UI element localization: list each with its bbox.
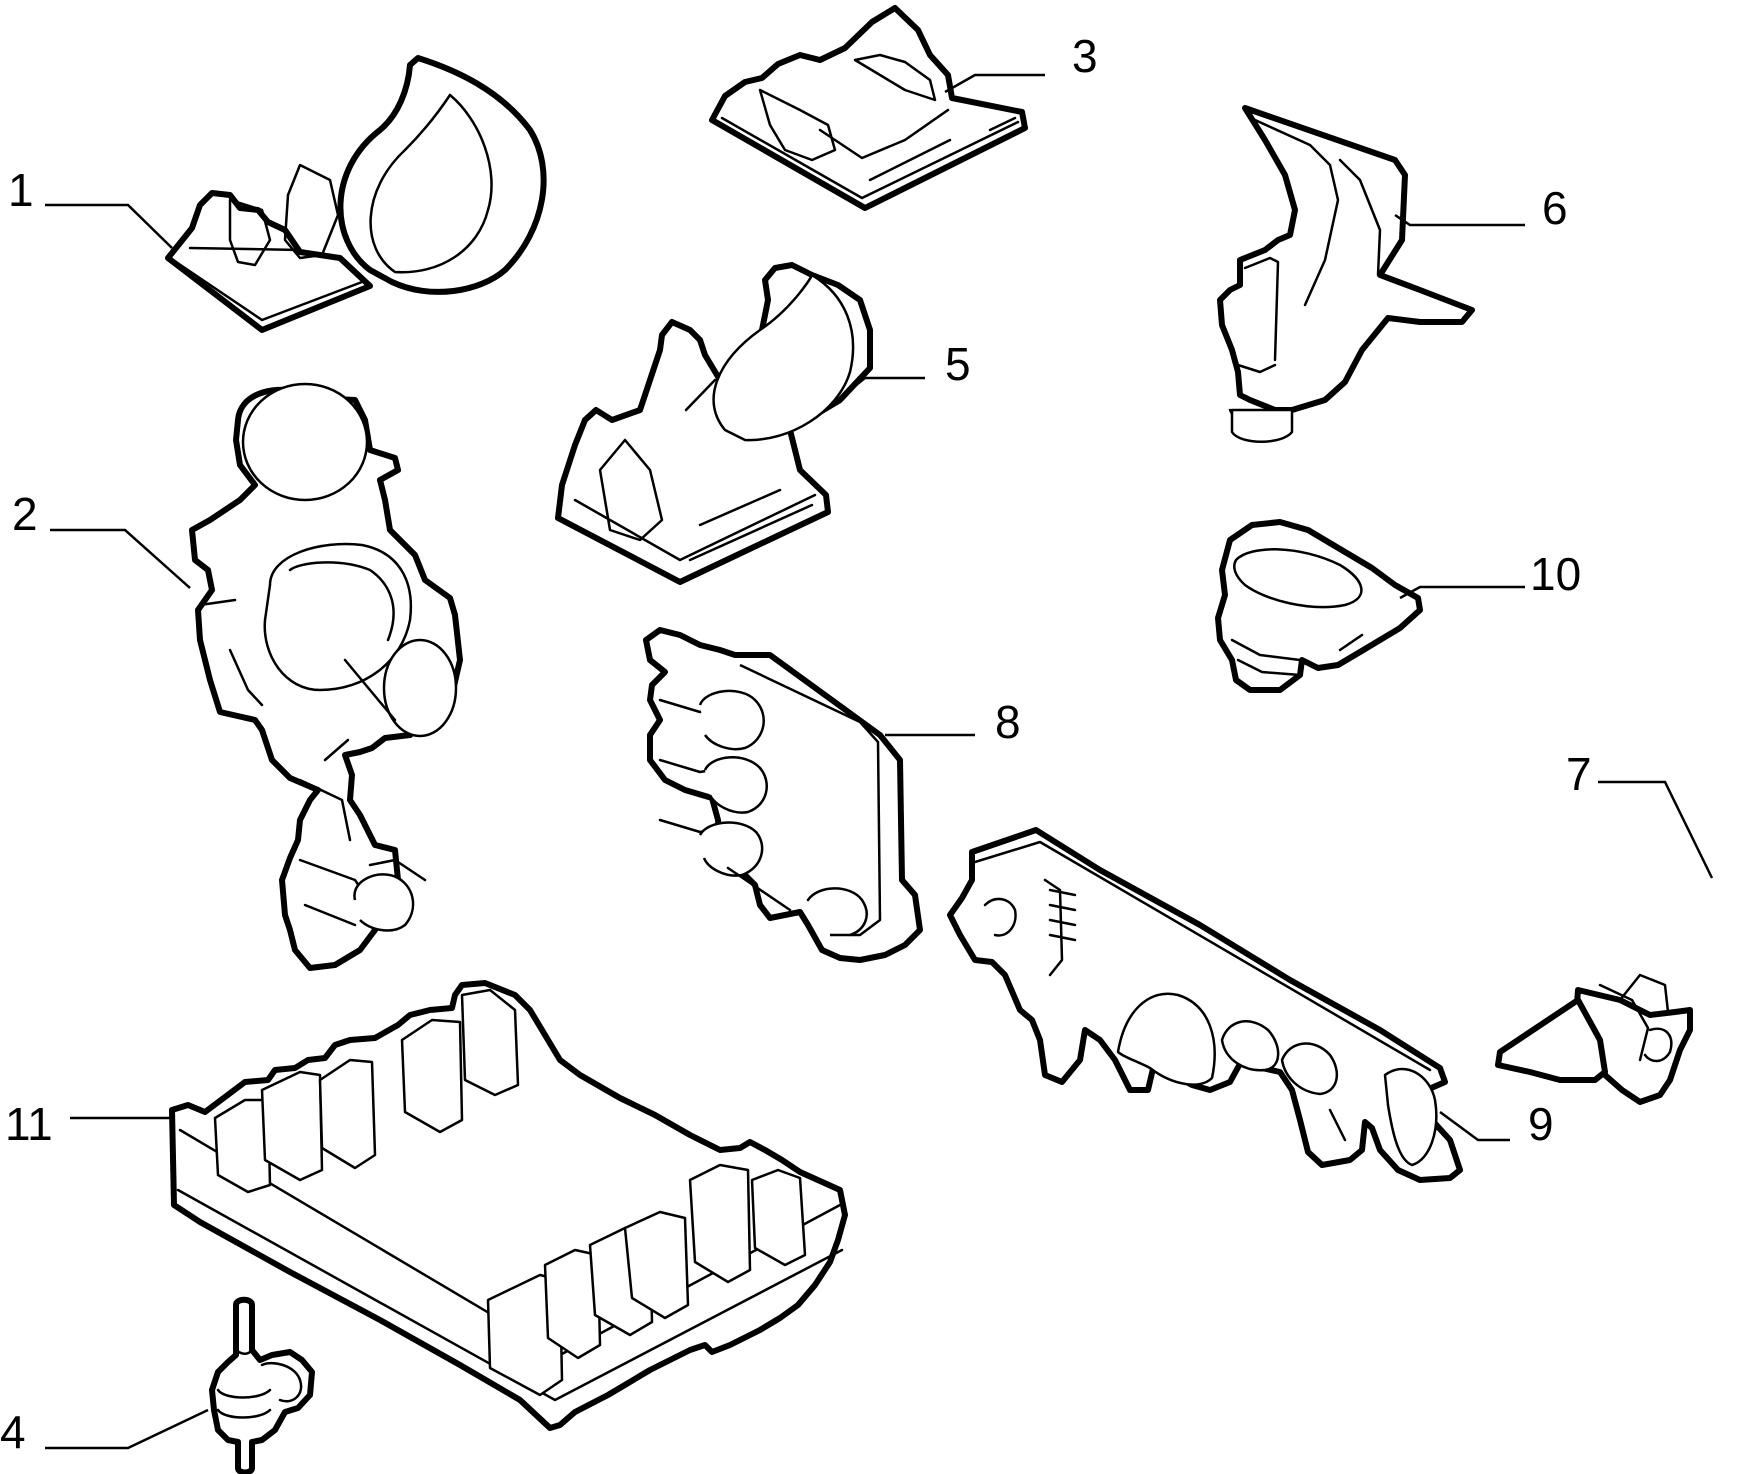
callout-9: 9 <box>1528 1098 1554 1150</box>
leader-3 <box>944 73 1045 94</box>
callout-3: 3 <box>1072 30 1098 82</box>
part-1-pipe-clip <box>165 55 547 333</box>
leader-2 <box>50 528 191 589</box>
leader-1 <box>45 203 173 249</box>
callout-8: 8 <box>995 696 1021 748</box>
part-5-pipe-clip <box>555 262 873 585</box>
part-6-bracket <box>1217 105 1475 443</box>
callout-labels: 1 2 3 4 5 6 7 8 9 10 11 <box>0 30 1592 1458</box>
callout-1: 1 <box>8 164 34 216</box>
leader-9 <box>1439 1110 1510 1142</box>
leader-5 <box>849 376 925 391</box>
part-11-tray <box>169 980 848 1431</box>
part-8-pipe-bracket <box>643 627 923 963</box>
leader-4 <box>45 1408 209 1450</box>
callout-5: 5 <box>945 338 971 390</box>
callout-2: 2 <box>12 488 38 540</box>
callout-11: 11 <box>5 1098 53 1150</box>
callout-10: 10 <box>1530 548 1581 600</box>
callout-4: 4 <box>0 1406 26 1458</box>
part-2-ring-holder <box>189 382 463 971</box>
part-9-long-bracket <box>947 827 1463 1183</box>
callout-6: 6 <box>1542 182 1568 234</box>
leader-6 <box>1394 213 1525 227</box>
leader-lines <box>45 73 1714 1450</box>
part-3-flat-clip <box>709 5 1028 211</box>
leader-10 <box>1399 585 1525 600</box>
part-4-stud <box>209 1296 315 1474</box>
part-7-wedge-clip <box>1495 973 1693 1105</box>
part-10-cap <box>1215 519 1423 693</box>
leader-7 <box>1598 780 1714 879</box>
callout-7: 7 <box>1566 748 1592 800</box>
